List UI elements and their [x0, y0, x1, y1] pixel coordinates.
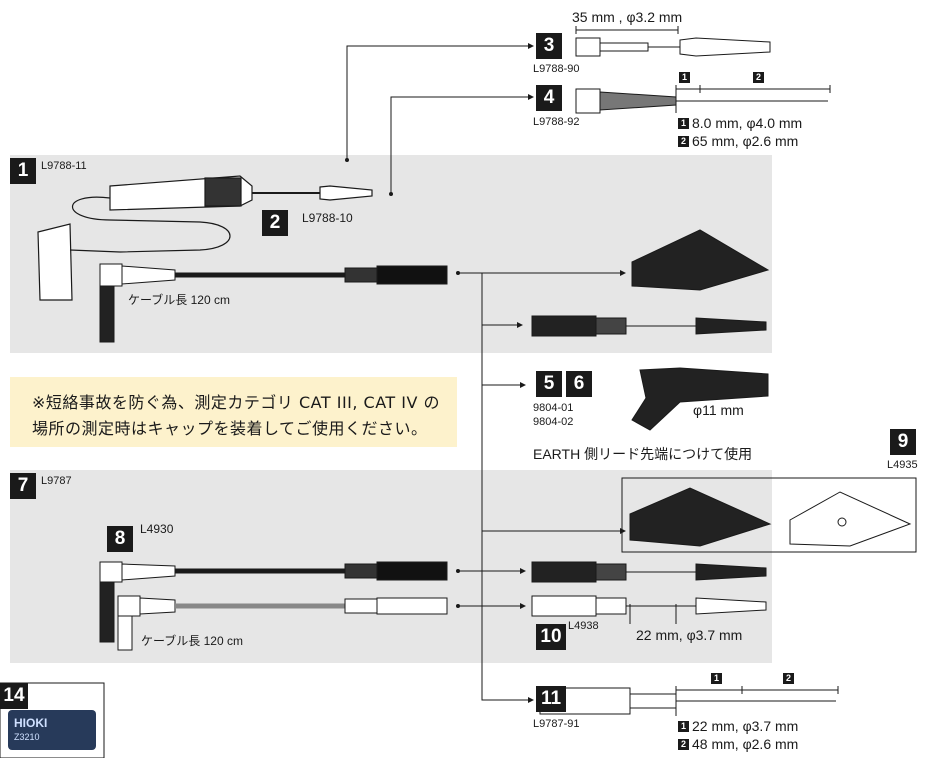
item-4-model: L9788-92: [533, 116, 580, 128]
earth-cap-5-6: [631, 367, 769, 431]
caution-line-2: 場所の測定時はキャップを装着してご使用ください。: [32, 419, 428, 438]
lower-cable-length: ケーブル長 120 cm: [141, 634, 243, 648]
item-7-model: L9787: [41, 475, 72, 487]
lower-cable-grey: [117, 595, 448, 651]
item-11-seg2-badge: 2: [783, 673, 794, 684]
item-6-model: 9804-02: [533, 416, 574, 428]
item-8-badge: 8: [107, 526, 133, 552]
probe-accessory-black: [531, 561, 767, 583]
item-1-badge: 1: [10, 158, 36, 184]
item-5-badge: 5: [536, 371, 562, 397]
item-11-spec2-badge: 2: [678, 739, 689, 750]
item-3-badge: 3: [536, 33, 562, 59]
leader-line-3: [346, 45, 528, 160]
item-6-badge: 6: [566, 371, 592, 397]
upper-cable: [99, 263, 448, 343]
probe-accessory-11: [539, 687, 836, 715]
item-4-badge: 4: [536, 85, 562, 111]
item-4-spec2: 65 mm, φ2.6 mm: [692, 133, 799, 149]
item-14-badge: 14: [0, 683, 28, 709]
device-brand-logo: HIOKI: [14, 716, 48, 730]
probe-accessory-upper: [531, 315, 767, 337]
item-11-seg1-badge: 1: [711, 673, 722, 684]
upper-cable-length: ケーブル長 120 cm: [128, 293, 230, 307]
item-11-model: L9787-91: [533, 718, 580, 730]
caution-note: ※短絡事故を防ぐ為、測定カテゴリ CAT III, CAT IV の 場所の測定…: [10, 377, 457, 447]
caution-line-1: ※短絡事故を防ぐ為、測定カテゴリ CAT III, CAT IV の: [32, 393, 441, 412]
probe-accessory-10: [531, 595, 767, 617]
item-6-dimension: φ11 mm: [693, 402, 744, 418]
item-1-model: L9788-11: [41, 160, 87, 172]
device-14: [0, 682, 105, 758]
item-4-seg1-badge: 1: [679, 72, 690, 83]
item-4-seg2-badge: 2: [753, 72, 764, 83]
device-model-label: Z3210: [14, 732, 40, 742]
item-2-model: L9788-10: [302, 211, 353, 225]
item-7-badge: 7: [10, 473, 36, 499]
item-5-model: 9804-01: [533, 402, 574, 414]
item-11-badge: 11: [536, 686, 566, 712]
lower-cable-black: [99, 561, 448, 643]
item-11-spec1: 22 mm, φ3.7 mm: [692, 718, 799, 734]
item-10-badge: 10: [536, 624, 566, 650]
probe-tip-3: [575, 37, 771, 57]
item-3-dimension: 35 mm , φ3.2 mm: [572, 9, 683, 25]
alligator-clip-upper: [631, 229, 770, 291]
item-8-model: L4930: [140, 522, 174, 536]
item-9-badge: 9: [890, 429, 916, 455]
trunk-vertical: [481, 273, 528, 701]
item-10-dimension: 22 mm, φ3.7 mm: [636, 627, 743, 643]
probe-tip-4: [575, 88, 828, 114]
item-3-model: L9788-90: [533, 63, 580, 75]
item-4-spec1-badge: 1: [678, 118, 689, 129]
item-11-spec2: 48 mm, φ2.6 mm: [692, 736, 799, 752]
item-6-usage: EARTH 側リード先端につけて使用: [533, 446, 753, 462]
alligator-clip-9: [629, 487, 912, 547]
leader-line-4: [390, 96, 528, 194]
item-4-spec2-badge: 2: [678, 136, 689, 147]
frame-9: [621, 477, 917, 553]
item-11-spec1-badge: 1: [678, 721, 689, 732]
item-4-spec1: 8.0 mm, φ4.0 mm: [692, 115, 803, 131]
item-2-badge: 2: [262, 210, 288, 236]
item-9-model: L4935: [887, 459, 918, 471]
item-10-model: L4938: [568, 620, 599, 632]
probe-1: [37, 175, 373, 301]
